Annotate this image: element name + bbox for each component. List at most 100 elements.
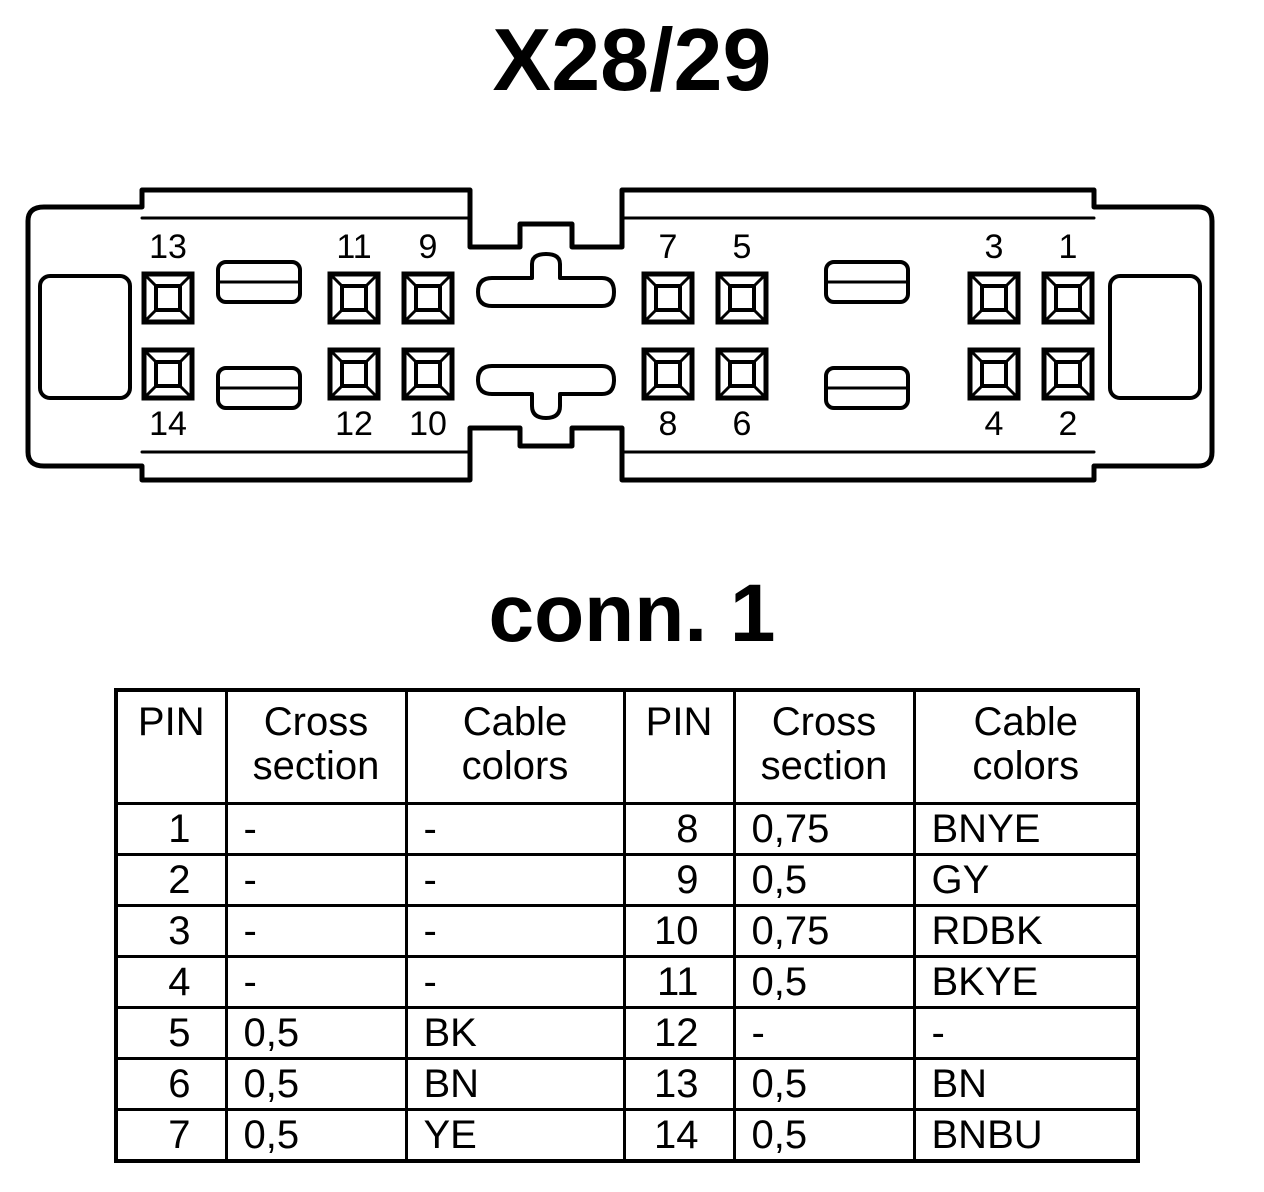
column-header-text: colors <box>461 744 569 788</box>
column-header-text: PIN <box>137 700 205 744</box>
pin-cell: 8 <box>622 802 736 856</box>
pin-number-label: 3 <box>985 228 1004 266</box>
pin-cell: 6 <box>114 1057 228 1111</box>
column-header-text: Cross <box>771 700 877 744</box>
pin-number-label: 4 <box>985 405 1004 443</box>
column-header-text: Cross <box>263 700 369 744</box>
cable-color-cell: BNBU <box>912 1108 1140 1163</box>
cross-section-cell: - <box>224 904 408 958</box>
pin-number-label: 5 <box>733 228 752 266</box>
right-latch <box>1108 274 1202 400</box>
pin-terminal <box>715 347 769 401</box>
cable-color-cell: BN <box>404 1057 626 1111</box>
pin-number-label: 7 <box>659 228 678 266</box>
cross-section-cell: 0,5 <box>224 1108 408 1163</box>
cross-section-cell: 0,5 <box>732 853 916 907</box>
pin-terminal <box>401 271 455 325</box>
pin-terminal <box>967 347 1021 401</box>
pin-number-label: 11 <box>336 228 371 266</box>
left-latch <box>38 274 132 400</box>
cross-section-cell: 0,5 <box>224 1057 408 1111</box>
pin-cell: 13 <box>622 1057 736 1111</box>
pin-cell: 9 <box>622 853 736 907</box>
pin-number-label: 10 <box>409 405 447 443</box>
connector-housing <box>25 187 1215 483</box>
cable-color-cell: - <box>404 904 626 958</box>
pin-cell: 2 <box>114 853 228 907</box>
center-key-bottom <box>476 364 616 420</box>
pin-cell: 4 <box>114 955 228 1009</box>
cable-color-cell: BN <box>912 1057 1140 1111</box>
pin-terminal <box>641 347 695 401</box>
pin-number-label: 2 <box>1059 405 1078 443</box>
cross-section-cell: 0,75 <box>732 802 916 856</box>
cable-color-cell: - <box>404 853 626 907</box>
cable-color-cell: - <box>404 955 626 1009</box>
pin-terminal <box>967 271 1021 325</box>
pin-cell: 14 <box>622 1108 736 1163</box>
cross-section-cell: - <box>224 853 408 907</box>
column-header-text: Cable <box>973 700 1078 744</box>
pin-cell: 3 <box>114 904 228 958</box>
pin-terminal <box>715 271 769 325</box>
cross-section-cell: 0,5 <box>224 1006 408 1060</box>
pin-cell: 5 <box>114 1006 228 1060</box>
cross-section-cell: 0,5 <box>732 1057 916 1111</box>
cable-color-cell: BKYE <box>912 955 1140 1009</box>
pin-cell: 10 <box>622 904 736 958</box>
pin-cell: 12 <box>622 1006 736 1060</box>
cable-color-cell: BNYE <box>912 802 1140 856</box>
pin-terminal <box>141 271 195 325</box>
cross-section-cell: 0,75 <box>732 904 916 958</box>
pin-number-label: 1 <box>1059 228 1078 266</box>
cross-section-cell: 0,5 <box>732 1108 916 1163</box>
column-header-text: Cable <box>462 700 568 744</box>
cable-color-cell: YE <box>404 1108 626 1163</box>
pin-number-label: 14 <box>149 405 187 443</box>
pin-terminal <box>327 271 381 325</box>
pin-terminal <box>327 347 381 401</box>
cable-color-cell: GY <box>912 853 1140 907</box>
column-header-text: colors <box>972 744 1080 788</box>
pin-number-label: 9 <box>419 228 438 266</box>
cross-section-cell: 0,5 <box>732 955 916 1009</box>
diagram-title: X28/29 <box>492 10 772 109</box>
pin-terminal <box>1041 347 1095 401</box>
pin-terminal <box>641 271 695 325</box>
column-header-text: section <box>252 744 380 788</box>
column-header: PIN <box>114 688 228 805</box>
pin-number-label: 13 <box>149 228 187 266</box>
column-header: PIN <box>622 688 736 805</box>
pin-terminal <box>401 347 455 401</box>
connector-drawing: 13 11 9 7 5 3 1 14 12 10 8 6 4 2 <box>25 187 1215 483</box>
cross-section-cell: - <box>224 955 408 1009</box>
column-header-text: section <box>760 744 888 788</box>
cable-color-cell: RDBK <box>912 904 1140 958</box>
cross-section-cell: - <box>732 1006 916 1060</box>
pin-number-label: 12 <box>335 405 373 443</box>
pin-cell: 7 <box>114 1108 228 1163</box>
pin-terminal <box>141 347 195 401</box>
cross-section-cell: - <box>224 802 408 856</box>
pin-cell: 1 <box>114 802 228 856</box>
cable-color-cell: BK <box>404 1006 626 1060</box>
center-key-top <box>476 252 616 308</box>
column-header-text: PIN <box>645 700 713 744</box>
pin-number-label: 6 <box>733 405 752 443</box>
connector-subtitle: conn. 1 <box>488 568 776 659</box>
cable-color-cell: - <box>404 802 626 856</box>
pin-terminal <box>1041 271 1095 325</box>
pin-number-label: 8 <box>659 405 678 443</box>
pin-cell: 11 <box>622 955 736 1009</box>
